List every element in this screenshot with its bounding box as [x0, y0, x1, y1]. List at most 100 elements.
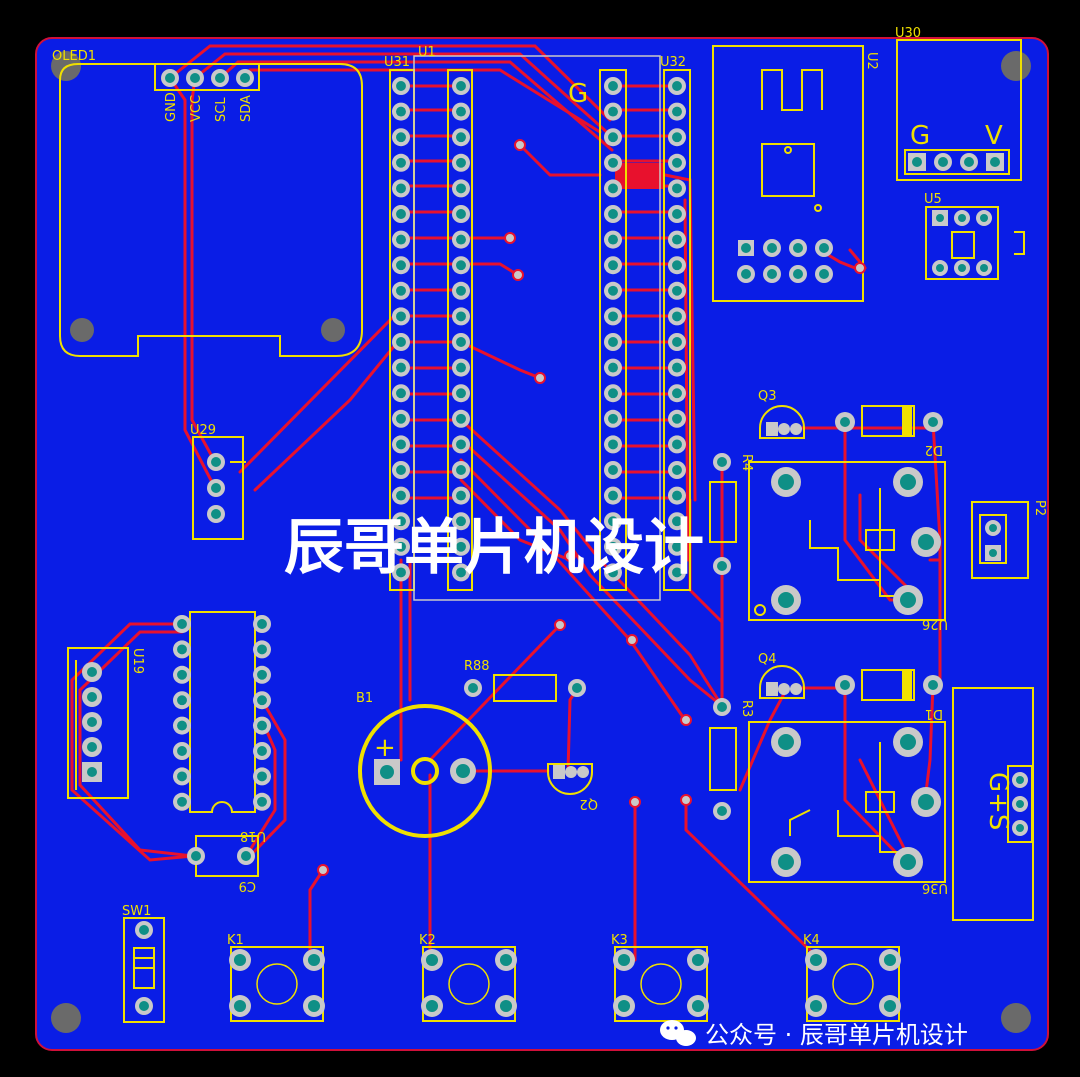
header-pin-hole: [608, 567, 618, 578]
r88-resistor: R88: [464, 659, 586, 702]
via: [512, 269, 524, 281]
vias: [317, 139, 866, 876]
header-pin-hole: [608, 388, 618, 399]
watermark-text: 辰哥单片机设计: [284, 513, 704, 583]
via: [514, 139, 526, 151]
oled-pin-sda: SDA: [239, 95, 254, 122]
header-pin-hole: [456, 209, 466, 219]
u18-pin-hole: [177, 720, 187, 731]
header-pin-hole: [672, 465, 682, 475]
via: [564, 550, 576, 562]
u19-label: U19: [130, 648, 145, 674]
header-pin-hole: [608, 260, 618, 271]
header-pin-hole: [672, 490, 682, 501]
header-pin-hole: [396, 81, 406, 91]
key-pin-hole: [617, 999, 631, 1013]
u2-label: U2: [864, 52, 879, 70]
footer-text: 公众号 · 辰哥单片机设计: [705, 1021, 968, 1049]
u18-pin-hole: [257, 796, 267, 807]
header-pin-hole: [456, 388, 466, 399]
key-outline: [422, 946, 516, 1022]
oled-pin-scl: SCL: [214, 97, 229, 122]
key-pin-hole: [307, 953, 321, 967]
header-pin-hole: [396, 106, 406, 117]
header-pin-hole: [608, 157, 618, 168]
u18-pin-hole: [177, 619, 187, 629]
key-outline: [806, 946, 900, 1022]
header-pin-hole: [396, 285, 406, 296]
u18-pin-hole: [177, 644, 187, 655]
header-pin-hole: [396, 541, 406, 552]
header-pin-hole: [396, 260, 406, 271]
key-outline: [230, 946, 324, 1022]
header-pin-hole: [396, 132, 406, 143]
u18-pin-hole: [257, 771, 267, 782]
u18-pin-hole: [257, 669, 267, 680]
u5-label: U5: [924, 192, 942, 207]
header-pin-hole: [456, 541, 466, 552]
header-pin-hole: [608, 490, 618, 501]
u18-pin-hole: [177, 695, 187, 706]
u18-pin-hole: [257, 644, 267, 655]
via: [680, 794, 692, 806]
via: [534, 372, 546, 384]
u26-label: U26: [922, 616, 948, 631]
key-actuator: [640, 963, 682, 1005]
q2-label: Q2: [579, 796, 598, 811]
oled-label: OLED1: [52, 49, 96, 64]
header-pin-hole: [396, 516, 406, 527]
header-pin-hole: [396, 362, 406, 373]
header-pin-hole: [672, 388, 682, 399]
key-pin-hole: [691, 953, 705, 967]
header-pin-hole: [396, 388, 406, 399]
u18-pin-hole: [257, 720, 267, 731]
u26-relay: U26: [748, 461, 948, 631]
header-pin-hole: [608, 362, 618, 373]
r3-label: R3: [739, 700, 754, 717]
via: [626, 634, 638, 646]
u30-v: V: [985, 121, 1003, 151]
sw1-switch: SW1: [122, 904, 165, 1023]
key-label-k4: K4: [803, 933, 820, 948]
oled-module: OLED1 GND VCC SCL SDA: [52, 49, 363, 357]
d1-label: D1: [925, 706, 943, 721]
u30-module: U30 G V: [895, 26, 1022, 181]
header-pin-hole: [672, 413, 682, 424]
header-pin-hole: [456, 260, 466, 271]
u32-label: U32: [660, 55, 686, 70]
header-pin-hole: [456, 362, 466, 373]
header-pin-hole: [396, 490, 406, 501]
header-pin-hole: [456, 183, 466, 194]
u18-pin-hole: [177, 796, 187, 807]
u30-label: U30: [895, 26, 921, 41]
u18-pin-hole: [177, 669, 187, 680]
b1-buzzer: B1 +: [356, 691, 492, 838]
q3-group: Q3 D2 R4: [709, 389, 943, 575]
via: [504, 232, 516, 244]
oled-pin-gnd: GND: [164, 92, 179, 122]
key-pin-hole: [883, 999, 897, 1013]
header-pin-hole: [456, 311, 466, 322]
header-pin-hole: [456, 465, 466, 475]
header-pin-hole: [672, 260, 682, 271]
header-pin-hole: [608, 183, 618, 194]
header-pin-hole: [608, 465, 618, 475]
header-pin-hole: [456, 337, 466, 347]
q2-transistor: Q2: [547, 763, 598, 811]
header-pin-hole: [672, 439, 682, 450]
u18-pin-hole: [257, 695, 267, 706]
header-pin-hole: [672, 362, 682, 373]
header-pin-hole: [672, 106, 682, 117]
header-pin-hole: [608, 234, 618, 245]
key-pin-hole: [233, 999, 247, 1013]
u29-label: U29: [190, 423, 216, 438]
r4-label: R4: [739, 454, 754, 471]
header-pin-hole: [396, 234, 406, 245]
b1-plus: +: [374, 733, 396, 763]
header-pin-hole: [396, 439, 406, 450]
header-pads: [392, 77, 686, 582]
key-actuator: [448, 963, 490, 1005]
u36-pin-marks: G+S: [983, 772, 1013, 830]
